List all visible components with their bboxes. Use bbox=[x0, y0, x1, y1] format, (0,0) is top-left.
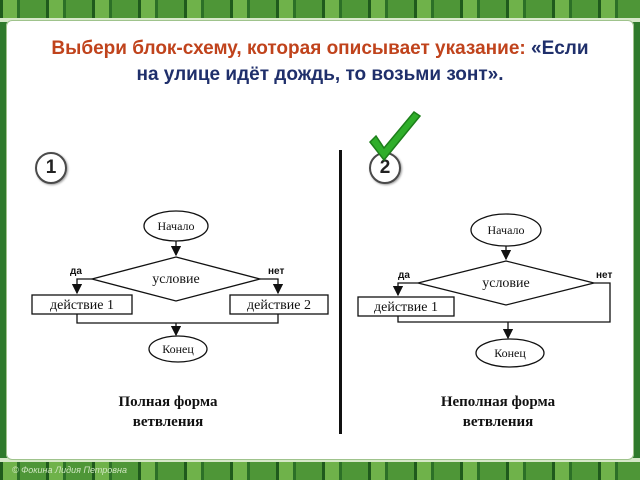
slide-title: Выбери блок-схему, которая описывает ука… bbox=[40, 36, 600, 88]
end-label-1: Конец bbox=[162, 342, 194, 356]
condition-node-1 bbox=[89, 256, 263, 302]
caption-partial-form: Неполная форма ветвления bbox=[408, 392, 588, 432]
action-yes-label-1: действие 1 bbox=[50, 298, 114, 313]
title-prefix: Выбери блок-схему, которая описывает ука… bbox=[51, 38, 526, 59]
caption-1-line1: Полная форма bbox=[118, 394, 218, 410]
caption-2-line1: Неполная форма bbox=[440, 394, 556, 410]
end-node-2 bbox=[475, 338, 545, 368]
checkmark-icon bbox=[369, 111, 422, 162]
start-label-2: Начало bbox=[488, 223, 525, 237]
yes-label-1: да bbox=[70, 266, 82, 277]
condition-label-1: условие bbox=[152, 272, 200, 287]
no-label-2: нет bbox=[596, 270, 612, 281]
no-label-1: нет bbox=[268, 266, 284, 277]
option-1-number[interactable]: 1 bbox=[35, 152, 67, 184]
condition-label-2: условие bbox=[482, 276, 530, 291]
action-yes-node-1 bbox=[31, 294, 133, 315]
caption-full-form: Полная форма ветвления bbox=[78, 392, 258, 432]
author-credit: © Фокина Лидия Петровна bbox=[12, 465, 127, 475]
end-node-1 bbox=[148, 335, 208, 363]
yes-label-2: да bbox=[398, 270, 410, 281]
action-no-node-1 bbox=[229, 294, 329, 315]
divider-line bbox=[339, 150, 342, 434]
title-quote: «Если на улице идёт дождь, то возьми зон… bbox=[136, 38, 589, 85]
caption-2-line2: ветвления bbox=[462, 414, 534, 430]
action-yes-node-2 bbox=[357, 296, 455, 317]
end-label-2: Конец bbox=[494, 346, 526, 360]
start-label-1: Начало bbox=[158, 219, 195, 233]
action-yes-label-2: действие 1 bbox=[374, 300, 438, 315]
caption-1-line2: ветвления bbox=[132, 414, 204, 430]
action-no-label-1: действие 2 bbox=[247, 298, 311, 313]
condition-node-2 bbox=[417, 260, 595, 306]
bottom-decor-bar bbox=[0, 458, 640, 480]
